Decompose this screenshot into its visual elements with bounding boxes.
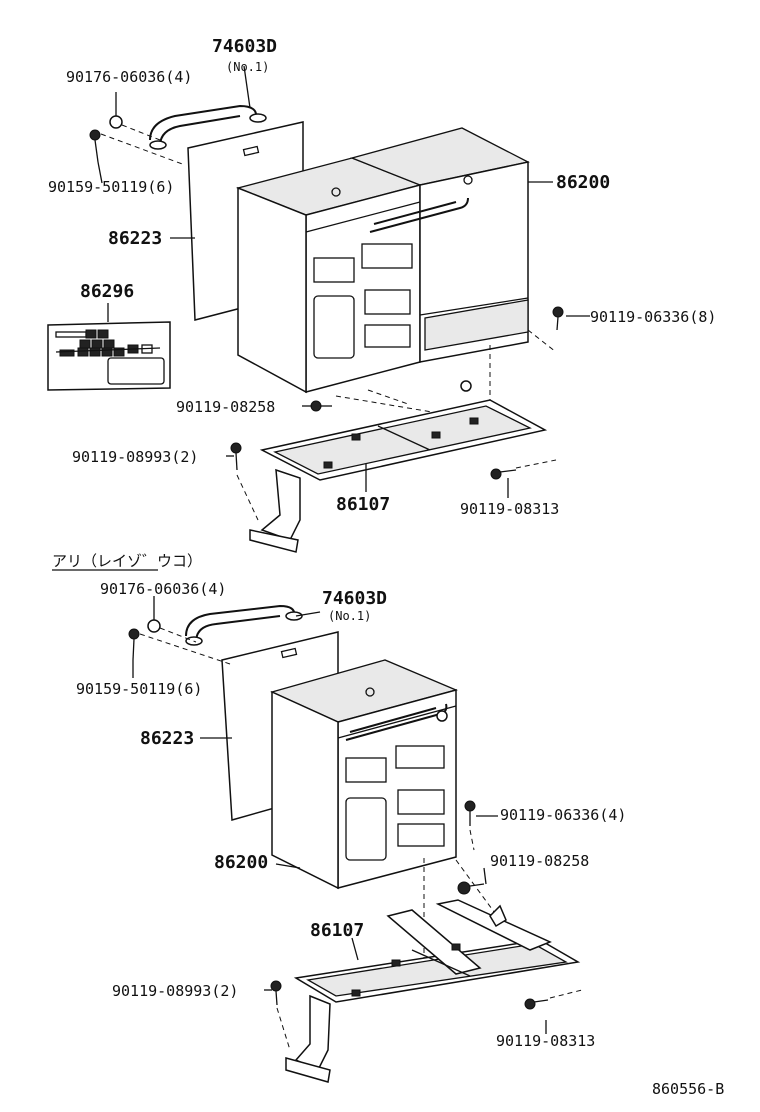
top-bolt-right-label: 90119-06336(8) xyxy=(590,308,716,326)
bottom-bracket-86107 xyxy=(285,899,581,1083)
section-heading: アリ（レイゾ゛ウコ） xyxy=(52,552,202,571)
bottom-screw-part-label: 90159-50119(6) xyxy=(76,680,202,698)
top-label-part-label: 86296 xyxy=(80,281,134,302)
top-handle-74603D xyxy=(149,104,469,233)
bottom-bolt-right-label: 90119-06336(4) xyxy=(500,806,626,824)
diagram-code: 860556-B xyxy=(652,1080,724,1098)
bottom-assembly: 90176-06036(4) 74603D (No.1) 90159-50119… xyxy=(76,580,626,1083)
top-box-part-label: 86200 xyxy=(556,172,610,193)
top-handle-part-label: 74603D xyxy=(212,36,277,57)
top-bracket-86107 xyxy=(249,380,548,553)
bottom-bolt-mid-label: 90119-08258 xyxy=(490,852,589,870)
top-panel-part-label: 86223 xyxy=(108,228,162,249)
label-blocks xyxy=(59,329,153,357)
bottom-box-86200 xyxy=(270,659,458,890)
bottom-cap-part-label: 90176-06036(4) xyxy=(100,580,226,598)
top-cap-part-label: 90176-06036(4) xyxy=(66,68,192,86)
section-heading-text: アリ（レイゾ゛ウコ） xyxy=(52,552,202,570)
bottom-box-part-label: 86200 xyxy=(214,852,268,873)
top-leaders xyxy=(97,65,590,498)
bottom-panel-part-label: 86223 xyxy=(140,728,194,749)
top-label-86296 xyxy=(47,321,171,391)
top-bolt-bottom-label: 90119-08313 xyxy=(460,500,559,518)
bottom-handle-part-label: 74603D xyxy=(322,588,387,609)
top-box-86200 xyxy=(235,127,530,394)
bottom-bolt-left-label: 90119-08993(2) xyxy=(112,982,238,1000)
top-bracket-part-label: 86107 xyxy=(336,494,390,515)
top-bolt-mid-label: 90119-08258 xyxy=(176,398,275,416)
bottom-bolt-bottom-label: 90119-08313 xyxy=(496,1032,595,1050)
top-bolt-left-label: 90119-08993(2) xyxy=(72,448,198,466)
top-screw-part-label: 90159-50119(6) xyxy=(48,178,174,196)
top-assembly: 74603D (No.1) 90176-06036(4) 90159-50119… xyxy=(47,36,716,553)
bottom-handle-note: (No.1) xyxy=(328,609,371,623)
bottom-bracket-part-label: 86107 xyxy=(310,920,364,941)
bottom-leaders xyxy=(132,596,547,1034)
top-handle-note: (No.1) xyxy=(226,60,269,74)
bottom-fasteners xyxy=(128,619,583,1051)
